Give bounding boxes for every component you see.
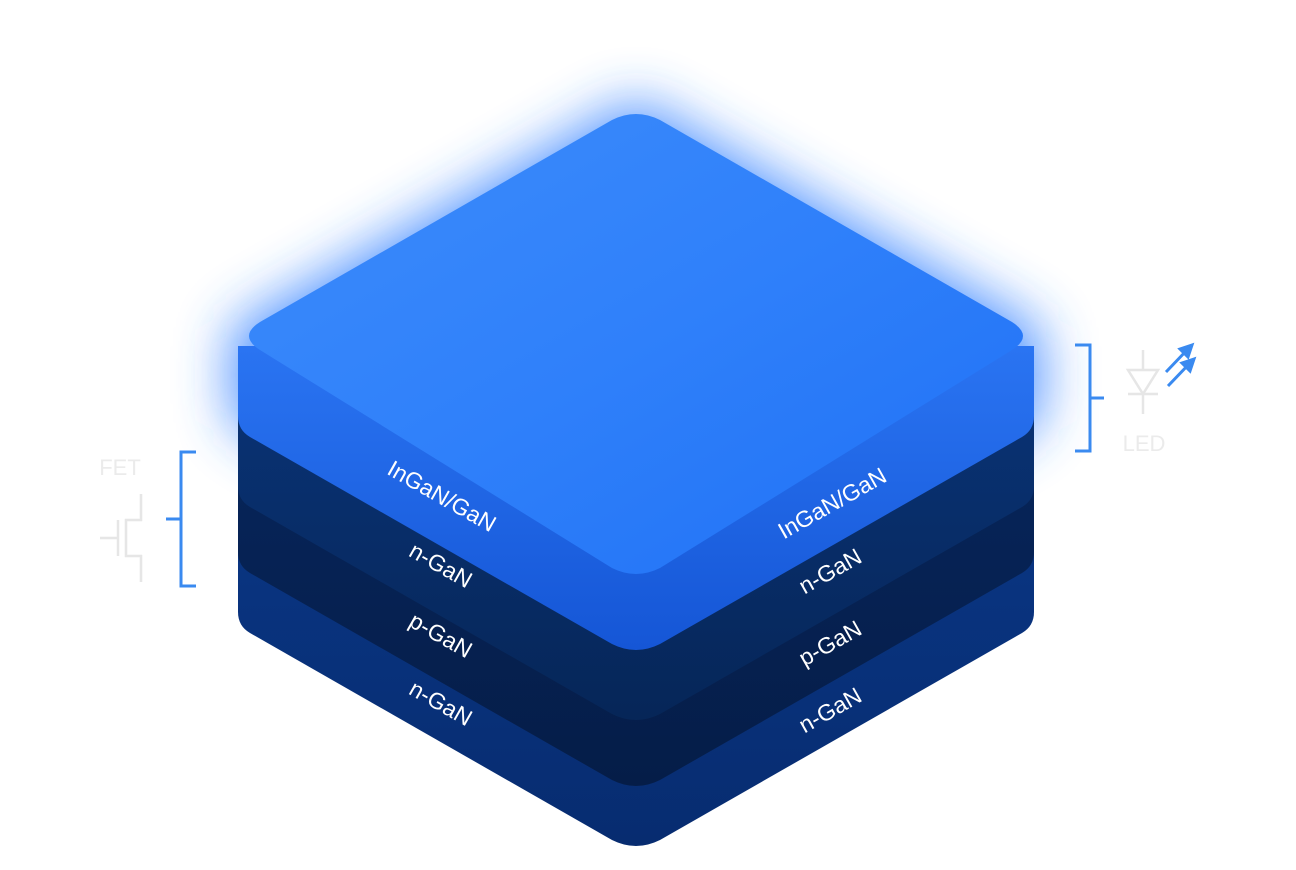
led-bracket: LED [1075,342,1197,456]
led-label: LED [1123,431,1166,456]
light-arrows [1164,342,1197,388]
top-face [249,114,1023,574]
bracket-line [166,450,196,588]
fet-bracket: FET [99,450,196,588]
fet-label: FET [99,455,141,480]
led-icon [1125,342,1197,414]
bracket-line [1075,343,1104,453]
transistor-icon [100,494,143,582]
